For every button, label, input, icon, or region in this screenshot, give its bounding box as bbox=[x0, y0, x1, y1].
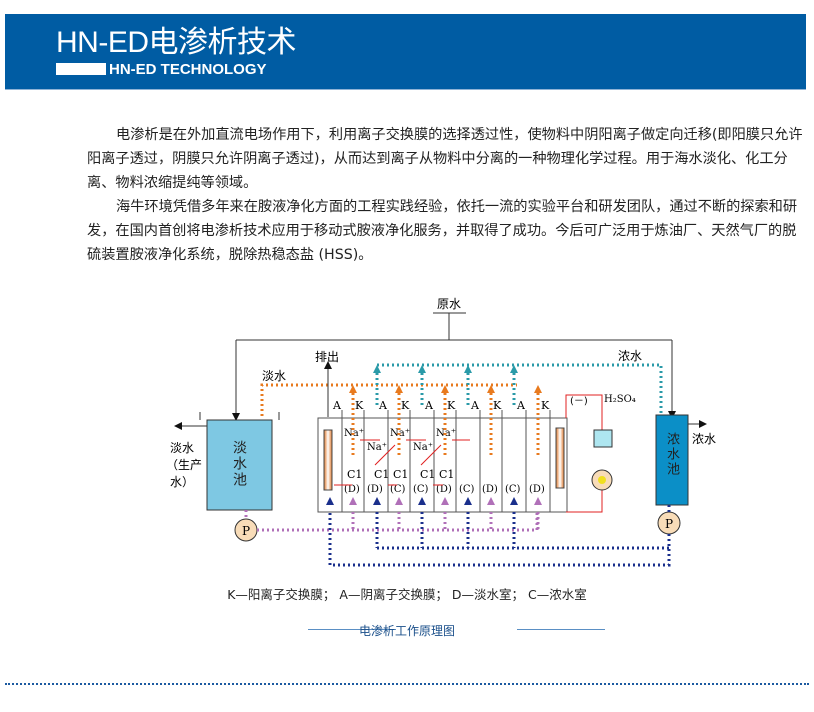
na-ion: Na⁺ bbox=[367, 442, 387, 453]
chamber-label: (D) bbox=[529, 484, 545, 495]
footer-divider bbox=[5, 683, 809, 685]
product-note: （生产 bbox=[166, 458, 202, 472]
title-bar bbox=[56, 63, 106, 75]
arrow-up-icon bbox=[534, 385, 542, 393]
fresh-tank-label: 淡水池 bbox=[231, 440, 247, 488]
caption-rule bbox=[517, 629, 605, 630]
chamber-label: (C) bbox=[505, 484, 521, 495]
product-note: 水） bbox=[170, 475, 194, 489]
arrow-up-icon bbox=[510, 497, 518, 505]
arrow-up-icon bbox=[349, 385, 357, 393]
chamber-label: (C) bbox=[459, 484, 475, 495]
arrow-up-icon bbox=[441, 497, 449, 505]
membrane-label: A bbox=[424, 399, 434, 412]
membrane-label: A bbox=[332, 399, 342, 412]
cl-ion: C1 bbox=[374, 468, 389, 481]
cl-ion: C1 bbox=[347, 468, 362, 481]
membrane-label: K bbox=[541, 399, 550, 412]
page-title: HN-ED电渗析技术 bbox=[56, 26, 297, 59]
membrane-label: K bbox=[401, 399, 410, 412]
fresh-out-label: 淡水 bbox=[170, 441, 194, 455]
discharge-label: 排出 bbox=[315, 350, 339, 364]
pump-label: P bbox=[242, 524, 250, 538]
fresh-water-tank bbox=[206, 419, 273, 511]
arrow-up-icon bbox=[349, 497, 357, 505]
arrow-up-icon bbox=[418, 497, 426, 505]
arrow-up-icon bbox=[373, 497, 381, 505]
acid-tank bbox=[593, 429, 613, 448]
arrow-up-icon bbox=[464, 497, 472, 505]
caption-rule bbox=[308, 629, 396, 630]
cl-ion: C1 bbox=[420, 468, 435, 481]
membrane-label: A bbox=[470, 399, 480, 412]
fresh-water-label: 淡水 bbox=[262, 369, 286, 383]
membrane-label: K bbox=[493, 399, 502, 412]
arrow-up-icon bbox=[418, 365, 426, 373]
membrane-label: A bbox=[378, 399, 388, 412]
na-ion: Na⁺ bbox=[413, 442, 433, 453]
cathode-label: (－) bbox=[570, 396, 588, 407]
conc-water-label: 浓水 bbox=[618, 349, 642, 363]
chamber-label: (D) bbox=[482, 484, 498, 495]
chamber-label: (C) bbox=[390, 484, 406, 495]
acid-label: H₂SO₄ bbox=[604, 394, 636, 405]
arrow-up-icon bbox=[395, 497, 403, 505]
chamber-label: (D) bbox=[367, 484, 383, 495]
intro-text: 电渗析是在外加直流电场作用下，利用离子交换膜的选择透过性，使物料中阴阳离子做定向… bbox=[87, 123, 807, 267]
diagram-caption: 电渗析工作原理图 bbox=[358, 624, 455, 638]
header-banner: HN-ED电渗析技术 HN-ED TECHNOLOGY bbox=[5, 14, 806, 90]
paragraph: 海牛环境凭借多年来在胺液净化方面的工程实践经验，依托一流的实验平台和研发团队，通… bbox=[87, 199, 798, 263]
membrane-label: A bbox=[516, 399, 526, 412]
chamber-label: (C) bbox=[413, 484, 429, 495]
arrow-up-icon bbox=[441, 385, 449, 393]
arrow-up-icon bbox=[534, 497, 542, 505]
page-subtitle: HN-ED TECHNOLOGY bbox=[109, 61, 267, 78]
membrane-label: K bbox=[355, 399, 364, 412]
arrow-up-icon bbox=[464, 365, 472, 373]
conc-out-label: 浓水 bbox=[692, 432, 716, 446]
raw-water-label: 原水 bbox=[437, 297, 461, 311]
arrow-up-icon bbox=[510, 365, 518, 373]
arrow-up-icon bbox=[373, 365, 381, 373]
conc-water-tank bbox=[655, 414, 689, 506]
chamber-label: (D) bbox=[436, 484, 452, 495]
cl-ion: C1 bbox=[439, 468, 454, 481]
chamber-label: (D) bbox=[344, 484, 360, 495]
arrow-up-icon bbox=[395, 385, 403, 393]
cl-ion: C1 bbox=[393, 468, 408, 481]
pump-label: P bbox=[665, 517, 673, 531]
diagram-legend: K—阳离子交换膜； A—阴离子交换膜； D—淡水室； C—浓水室 bbox=[227, 587, 587, 602]
conc-tank-label: 浓水池 bbox=[664, 432, 679, 477]
membrane-label: K bbox=[447, 399, 456, 412]
arrow-up-icon bbox=[487, 385, 495, 393]
arrow-up-icon bbox=[487, 497, 495, 505]
arrow-up-icon bbox=[326, 497, 334, 505]
paragraph: 电渗析是在外加直流电场作用下，利用离子交换膜的选择透过性，使物料中阴阳离子做定向… bbox=[87, 127, 803, 191]
